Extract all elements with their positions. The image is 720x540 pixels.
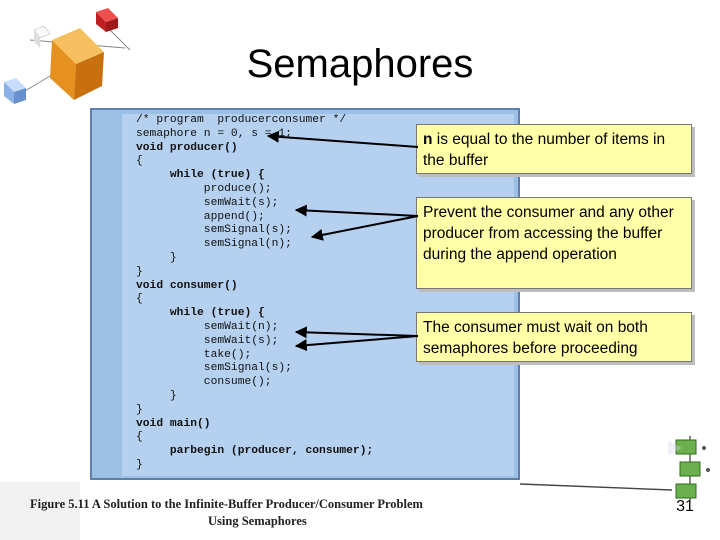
code-line: consume(); <box>136 376 272 389</box>
code-line: semSignal(n); <box>136 238 292 251</box>
code-line: void main() <box>136 417 211 430</box>
cube-cluster-icon <box>4 8 131 104</box>
arrow-to-consumer-semwait-n <box>294 326 419 339</box>
arrow-to-semsignal-s <box>310 215 419 241</box>
code-line: append(); <box>136 210 265 223</box>
code-line: { <box>136 155 143 168</box>
code-line: produce(); <box>136 182 272 195</box>
code-line: } <box>136 403 143 416</box>
code-listing: /* program producerconsumer */ semaphore… <box>136 114 373 473</box>
code-line: void consumer() <box>136 279 238 292</box>
code-line: semSignal(s); <box>136 224 292 237</box>
callout-consumer-note: The consumer must wait on both semaphore… <box>416 312 692 362</box>
corner-shade <box>0 482 80 540</box>
code-line: take(); <box>136 348 252 361</box>
code-line: void producer() <box>136 141 238 154</box>
code-line: /* program producerconsumer */ <box>136 114 347 126</box>
arrow-to-semaphore-decl <box>266 130 419 148</box>
code-line: { <box>136 293 143 306</box>
caption-line-2: Using Semaphores <box>208 514 307 528</box>
figure-caption: Figure 5.11 A Solution to the Infinite-B… <box>30 496 510 530</box>
code-line: } <box>136 265 143 278</box>
caption-line-1: Figure 5.11 A Solution to the Infinite-B… <box>30 497 423 511</box>
baseline-rule <box>519 483 673 491</box>
callout-n-note: n is equal to the number of items in the… <box>416 124 692 174</box>
arrow-to-consumer-semwait-s <box>294 335 419 352</box>
code-line: semSignal(s); <box>136 362 292 375</box>
code-line: parbegin (producer, consumer); <box>136 445 374 458</box>
code-line: { <box>136 431 143 444</box>
code-line: semWait(n); <box>136 320 279 333</box>
code-figure-paper <box>122 114 514 476</box>
arrow-to-semwait-s <box>294 204 419 217</box>
code-line: semWait(s); <box>136 196 279 209</box>
code-line: } <box>136 389 177 402</box>
callout-n-text: is equal to the number of items in the b… <box>423 131 666 169</box>
code-figure-panel <box>90 108 520 480</box>
code-line: semWait(s); <box>136 334 279 347</box>
callout-append-note: Prevent the consumer and any other produ… <box>416 197 692 289</box>
code-line: } <box>136 458 143 471</box>
callout-n-variable: n <box>423 131 433 148</box>
code-line: while (true) { <box>136 307 265 320</box>
page-number: 31 <box>676 498 694 515</box>
code-line: while (true) { <box>136 169 265 182</box>
green-stack-icon <box>668 436 710 500</box>
code-line: } <box>136 251 177 264</box>
slide-title: Semaphores <box>246 42 474 86</box>
